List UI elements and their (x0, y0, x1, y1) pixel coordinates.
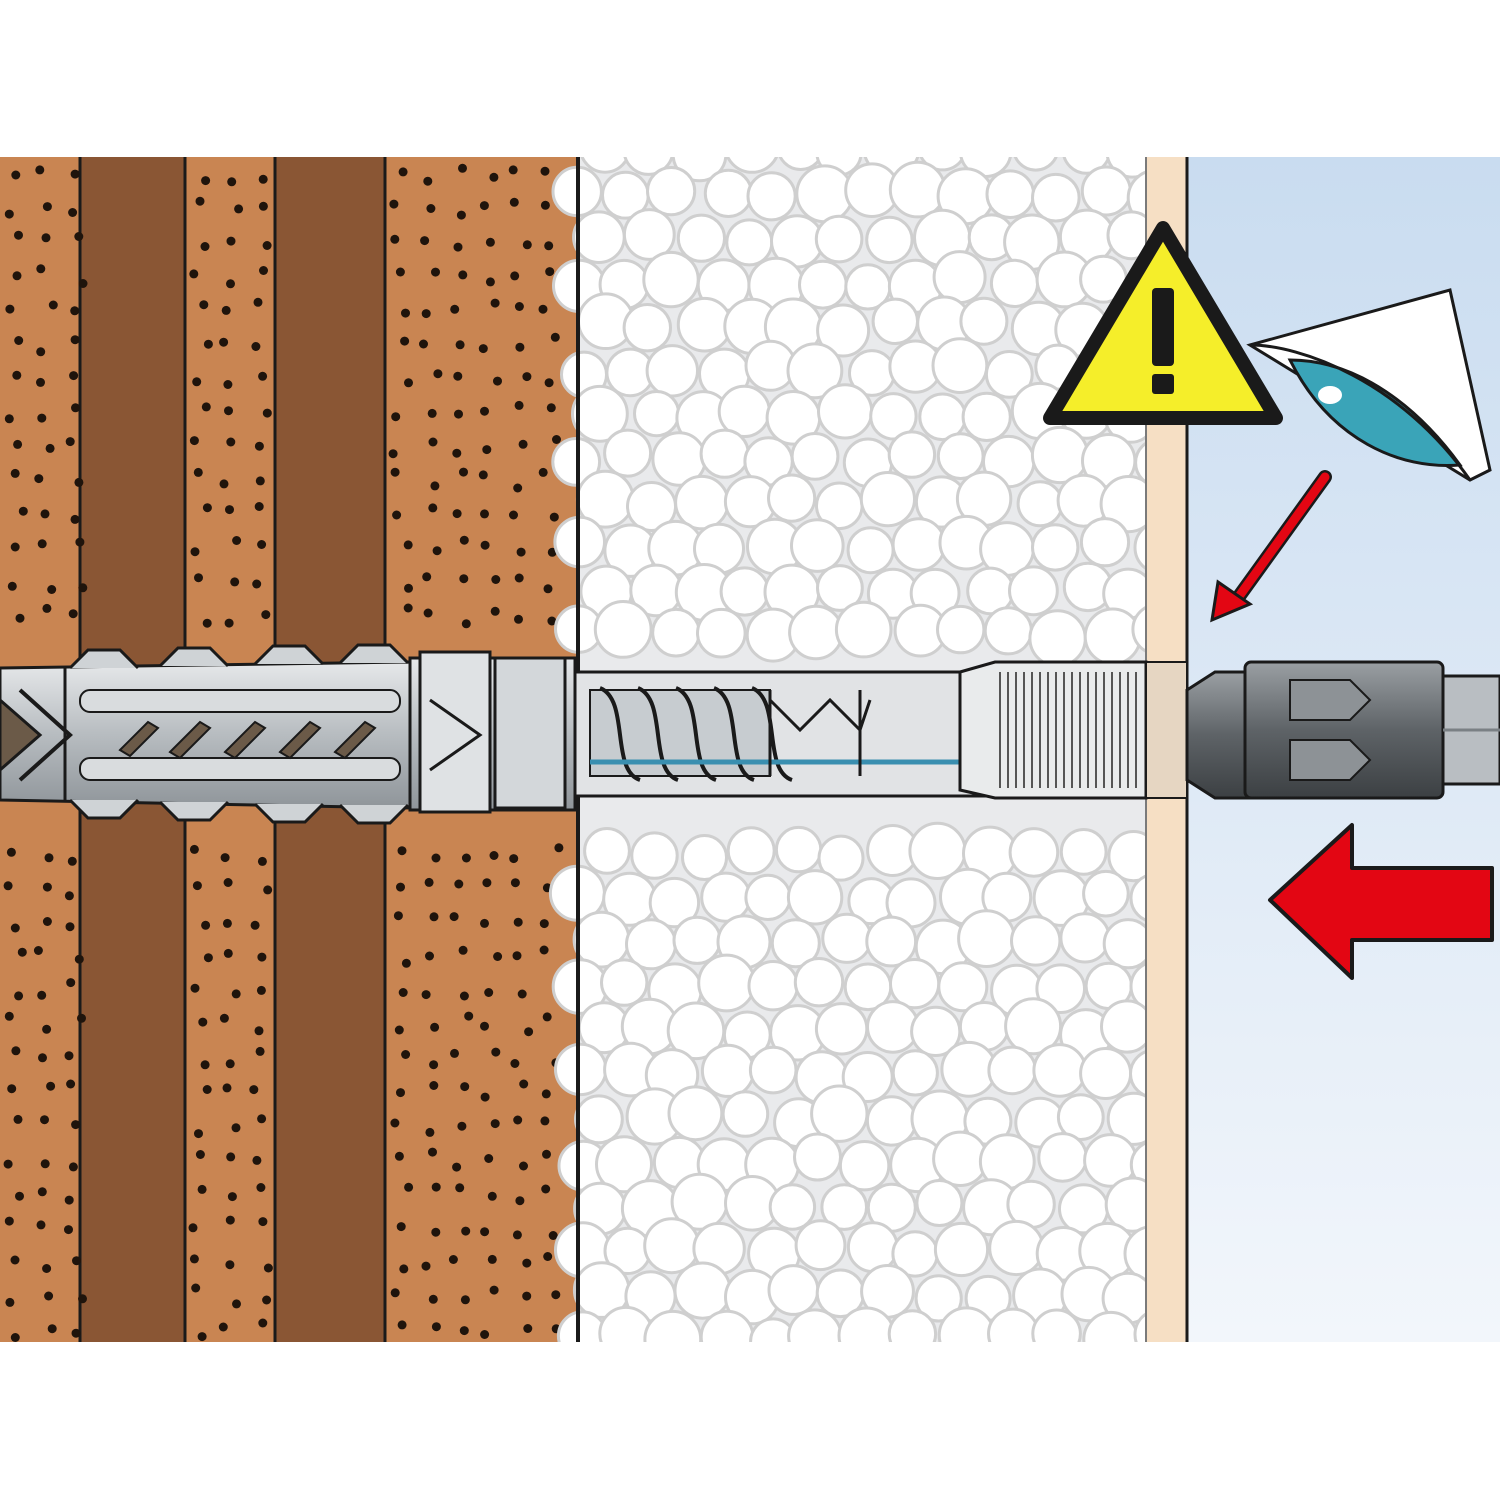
warning-triangle-icon (1043, 221, 1283, 425)
driver-bit (1185, 660, 1500, 800)
arrow-diagonal-icon (1210, 470, 1332, 623)
foam-beads (548, 157, 1189, 1342)
arrow-left-icon (1268, 823, 1494, 980)
eye-icon (1246, 288, 1492, 482)
anchor-plug (0, 643, 412, 825)
frame-anchor (0, 643, 1188, 825)
brick-dots (3, 163, 564, 1342)
insulation-foam-layer (548, 157, 1189, 1342)
anchor-thread-head (958, 660, 1188, 800)
anchor-sleeve (573, 670, 997, 798)
anchor-collar (408, 650, 577, 814)
